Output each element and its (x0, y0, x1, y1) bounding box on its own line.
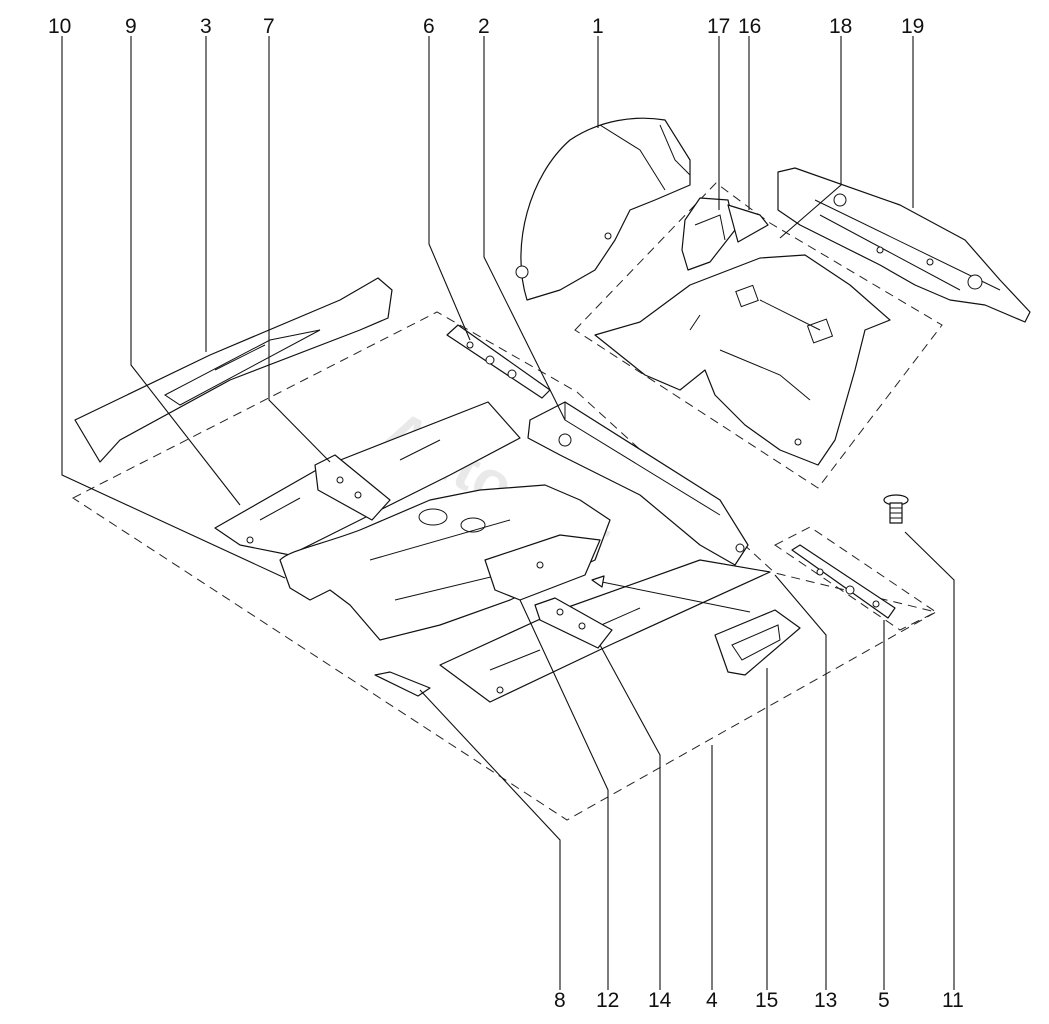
part-tunnel-bracket (484, 534, 601, 601)
callout-7: 7 (263, 15, 275, 38)
part-wheel-arch-inner (515, 117, 691, 301)
callout-16: 16 (738, 15, 761, 38)
callout-9: 9 (125, 15, 137, 38)
callout-8: 8 (554, 989, 566, 1012)
callouts-bottom: 8 12 14 4 15 13 5 11 (554, 989, 964, 1012)
part-rear-floor-panel (594, 254, 891, 466)
callout-2: 2 (478, 15, 490, 38)
callout-10: 10 (48, 15, 71, 38)
part-front-bracket-left (446, 324, 551, 399)
callout-15: 15 (755, 989, 778, 1012)
callout-11: 11 (942, 989, 964, 1012)
dashed-group-outlines (72, 182, 943, 821)
front-floor-dashed-outline (72, 311, 938, 821)
callout-6: 6 (423, 15, 435, 38)
part-sill-reinforcement-left (74, 277, 393, 463)
rear-floor-dashed-outline (574, 182, 943, 489)
part-seat-mount-bracket (534, 597, 613, 649)
callout-1: 1 (592, 15, 604, 38)
callout-13: 13 (814, 989, 837, 1012)
part-rear-jack-pad (714, 609, 801, 676)
part-rear-crossmember (777, 167, 1031, 323)
callout-17: 17 (707, 15, 730, 38)
leader-lines (61, 36, 955, 990)
part-crossmember-bracket-right (591, 575, 751, 613)
part-rear-bracket-right (791, 544, 896, 619)
part-small-gusset (374, 671, 431, 697)
callout-12: 12 (596, 989, 619, 1012)
callout-4: 4 (706, 989, 718, 1012)
callouts-top: 10 9 3 7 6 2 1 17 16 18 19 (48, 15, 924, 38)
callout-18: 18 (829, 15, 852, 38)
callout-19: 19 (901, 15, 924, 38)
part-crossmember-bracket-left (314, 454, 391, 521)
part-rear-floor-reinforcement (727, 204, 769, 243)
callout-5: 5 (878, 989, 890, 1012)
callout-3: 3 (200, 15, 212, 38)
part-bolt (883, 494, 909, 524)
part-rear-floor-bracket (681, 197, 736, 271)
callout-14: 14 (648, 989, 672, 1012)
